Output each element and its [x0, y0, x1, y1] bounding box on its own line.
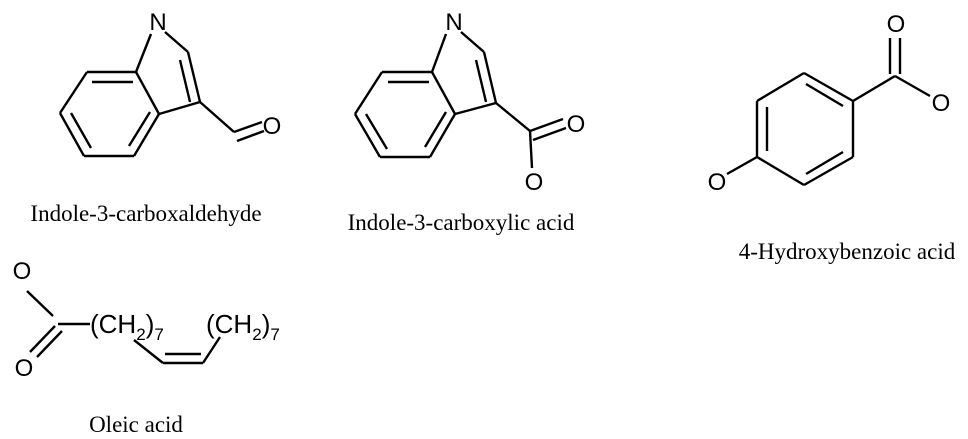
acid-oxygen-atom: O — [932, 90, 951, 117]
benzene-ring — [353, 70, 457, 159]
molecule-name-4-hydroxybenzoic-acid: 4-Hydroxybenzoic acid — [739, 239, 956, 264]
bottom-oxygen-atom: O — [15, 355, 34, 382]
nitrogen-atom: N — [149, 9, 166, 36]
molecule-name-indole-3-carboxylic-acid: Indole-3-carboxylic acid — [348, 210, 575, 235]
nitrogen-atom: N — [445, 9, 462, 36]
carboxyl-group — [852, 38, 931, 103]
pyrrole-ring — [134, 31, 202, 116]
methylene-chain-group: (CH2)7 — [206, 309, 280, 344]
4-hydroxybenzoic-acid-structure: O O O — [708, 11, 951, 196]
pyrrole-ring — [430, 31, 498, 116]
carbonyl-oxygen-atom: O — [887, 11, 906, 38]
benzene-ring — [755, 71, 855, 187]
indole-3-carboxylic-acid-structure: N O O — [353, 9, 586, 196]
phenol-oxygen-atom: O — [708, 169, 727, 196]
indole-3-carboxaldehyde-structure: N O — [58, 9, 282, 158]
methylene-chain-group: (CH2)7 — [90, 309, 164, 344]
top-oxygen-atom: O — [13, 258, 32, 285]
carboxyl-group — [495, 102, 567, 169]
hydroxyl-group — [726, 155, 758, 176]
oleic-acid-structure: O O (CH2)7 (CH2)7 — [13, 258, 280, 382]
oxygen-atom: O — [263, 113, 282, 140]
benzene-ring — [58, 70, 161, 158]
hydroxyl-oxygen-atom: O — [525, 169, 544, 196]
molecule-name-oleic-acid: Oleic acid — [89, 412, 183, 437]
molecule-name-indole-3-carboxaldehyde: Indole-3-carboxaldehyde — [30, 201, 261, 226]
aldehyde-group — [199, 101, 265, 143]
carbonyl-oxygen-atom: O — [567, 111, 586, 138]
